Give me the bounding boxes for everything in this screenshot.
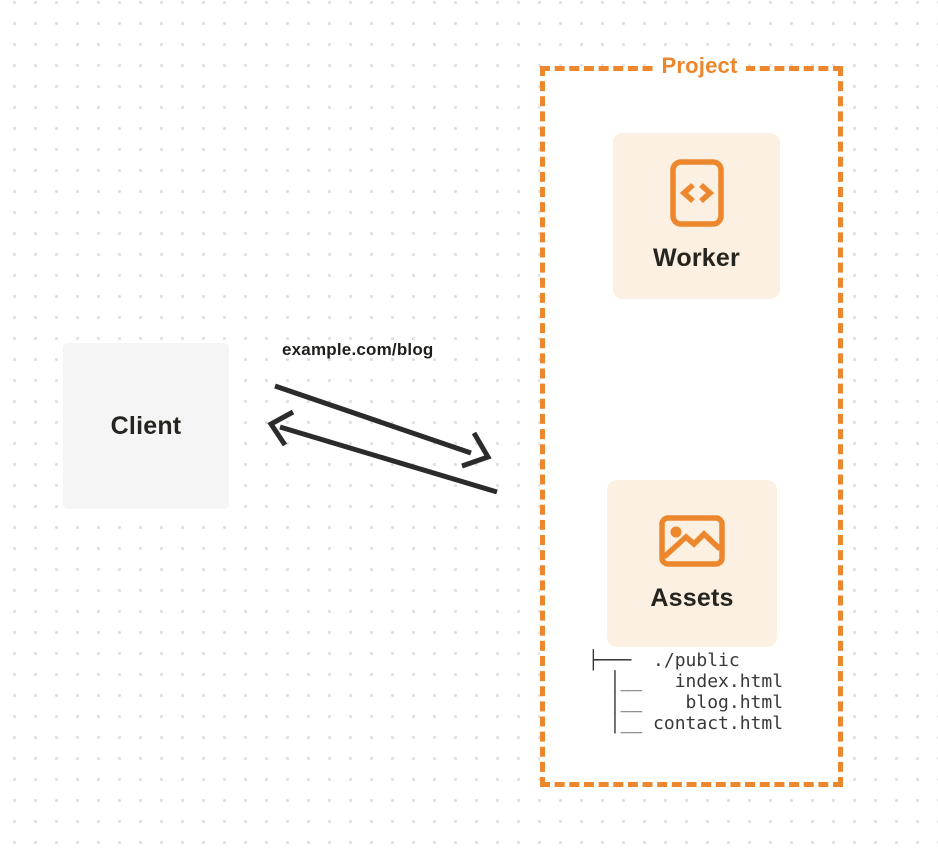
file-tree-item-contact: │__ contact.html [588,713,784,734]
client-label: Client [110,411,182,440]
file-tree-root: ├─── ./public [588,650,740,671]
image-icon [659,514,725,567]
request-arrowhead-icon [461,431,492,469]
assets-label: Assets [650,583,734,612]
worker-node: Worker [613,133,780,299]
project-label: Project [652,53,747,79]
client-node: Client [63,343,229,509]
request-arrow-shaft [274,383,472,456]
code-file-icon [669,159,724,227]
request-url-label: example.com/blog [282,340,434,359]
file-tree: ├─── ./public │__ index.html │__ blog.ht… [588,650,783,734]
assets-node: Assets [607,480,777,647]
file-tree-item-blog: │__ blog.html [588,692,784,713]
file-tree-item-index: │__ index.html [588,671,784,692]
response-arrow-shaft [279,424,498,495]
worker-label: Worker [653,244,740,272]
response-arrowhead-icon [267,409,295,447]
